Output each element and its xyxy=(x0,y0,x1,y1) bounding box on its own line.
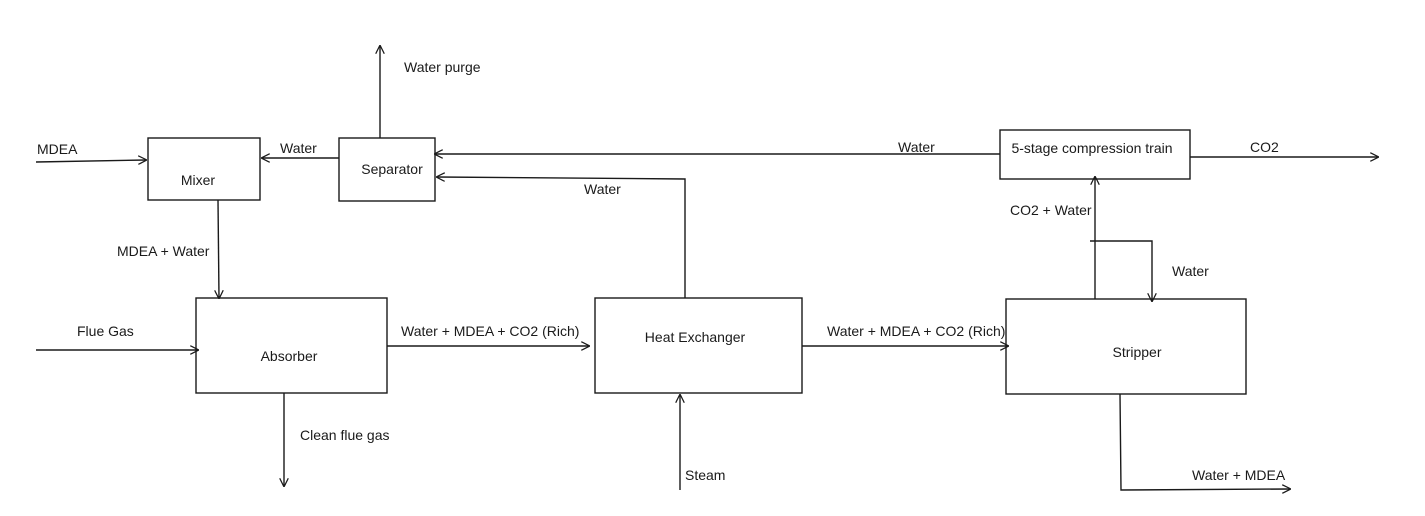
water-reflux-label: Water xyxy=(1172,263,1209,279)
steam-label: Steam xyxy=(685,467,725,483)
separator-label: Separator xyxy=(361,161,423,177)
stream-steam: Steam xyxy=(680,395,725,490)
stream-water-to-mixer: Water xyxy=(262,140,339,158)
stream-water-mdea-out: Water + MDEA xyxy=(1119,393,1290,490)
absorber-unit: Absorber xyxy=(195,297,388,394)
mdea-in-label: MDEA xyxy=(37,141,78,157)
water-purge-label: Water purge xyxy=(404,59,481,75)
stream-water-reflux: Water xyxy=(1090,240,1209,301)
stream-water-from-compression: Water xyxy=(435,139,1000,155)
rich-to-stripper-label: Water + MDEA + CO2 (Rich) xyxy=(827,323,1005,339)
water-from-hx-label: Water xyxy=(584,181,621,197)
compression-train-label: 5-stage compression train xyxy=(1011,140,1172,156)
co2-water-label: CO2 + Water xyxy=(1010,202,1092,218)
water-from-compression-label: Water xyxy=(898,139,935,155)
co2-out-label: CO2 xyxy=(1250,139,1279,155)
stream-mdea-in: MDEA xyxy=(35,141,146,162)
stream-co2-water: CO2 + Water xyxy=(1010,177,1095,299)
stream-rich-to-hx: Water + MDEA + CO2 (Rich) xyxy=(387,323,589,346)
stream-mdea-water: MDEA + Water xyxy=(117,199,219,298)
mdea-water-label: MDEA + Water xyxy=(117,243,210,259)
mixer-label: Mixer xyxy=(181,172,216,188)
stream-clean-flue-gas: Clean flue gas xyxy=(284,393,390,486)
mixer-unit: Mixer xyxy=(147,137,261,201)
absorber-label: Absorber xyxy=(261,348,318,364)
heat-exchanger-unit: Heat Exchanger xyxy=(594,297,803,394)
separator-unit: Separator xyxy=(338,137,436,202)
water-to-mixer-label: Water xyxy=(280,140,317,156)
stream-water-from-hx: Water xyxy=(437,177,686,298)
flue-gas-label: Flue Gas xyxy=(77,323,134,339)
stream-flue-gas: Flue Gas xyxy=(36,323,198,350)
stripper-unit: Stripper xyxy=(1005,298,1247,395)
rich-to-hx-label: Water + MDEA + CO2 (Rich) xyxy=(401,323,579,339)
compression-train-unit: 5-stage compression train xyxy=(999,129,1191,180)
stream-water-purge: Water purge xyxy=(380,46,481,138)
heat-exchanger-label: Heat Exchanger xyxy=(645,329,746,345)
clean-flue-gas-label: Clean flue gas xyxy=(300,427,390,443)
stream-rich-to-stripper: Water + MDEA + CO2 (Rich) xyxy=(802,323,1008,346)
water-mdea-out-label: Water + MDEA xyxy=(1192,467,1286,483)
stripper-label: Stripper xyxy=(1112,344,1161,360)
stream-co2-out: CO2 xyxy=(1190,139,1378,157)
